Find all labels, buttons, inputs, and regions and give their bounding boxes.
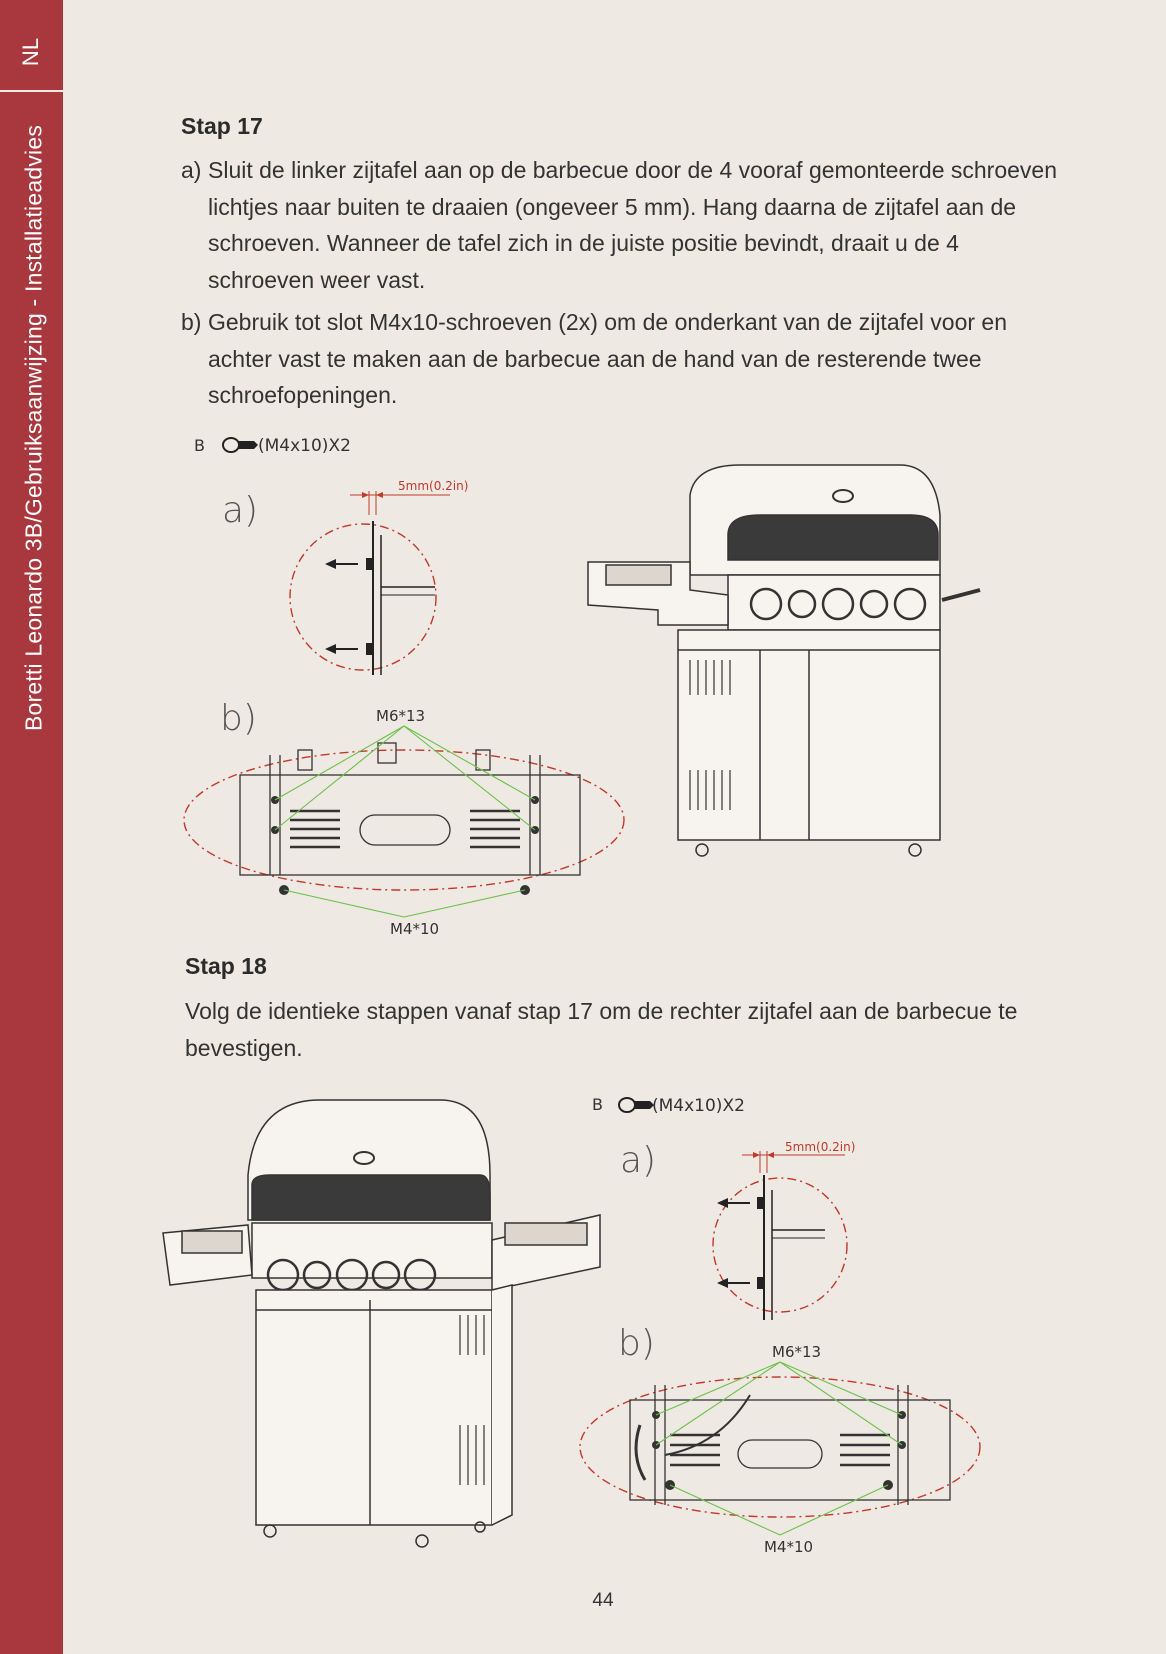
step17-diagram: B (M4x10)X2 a) 5mm(0.2in) b) M6*13	[183, 436, 981, 938]
step17-item-a: a) Sluit de linker zijtafel aan op de ba…	[181, 152, 1061, 298]
step18-screw-top: M6*13	[772, 1343, 821, 1361]
language-tab: NL	[0, 0, 63, 92]
step17-screw-bottom: M4*10	[390, 920, 439, 938]
step18-part-letter: B	[592, 1095, 603, 1114]
step18-part-spec: (M4x10)X2	[652, 1096, 745, 1116]
step17-item-a-label: a)	[181, 157, 202, 183]
screw-icon-2	[618, 1097, 654, 1113]
page-number: 44	[592, 1590, 614, 1611]
step18-gap-label: 5mm(0.2in)	[785, 1140, 855, 1154]
step17-item-b-label: b)	[181, 309, 202, 335]
detail-ellipse-b-2	[579, 1376, 981, 1518]
detail-circle-a-2	[712, 1177, 848, 1313]
step17-item-b: b) Gebruik tot slot M4x10-schroeven (2x)…	[181, 304, 1061, 414]
step17-part-letter: B	[194, 436, 205, 455]
step17-screw-top: M6*13	[376, 707, 425, 725]
barbecue-illustration-2	[162, 1099, 601, 1548]
document-title: Boretti Leonardo 3B/Gebruiksaanwijzing -…	[20, 124, 47, 732]
step17-gap-label: 5mm(0.2in)	[398, 479, 468, 493]
step17-item-a-text: Sluit de linker zijtafel aan op de barbe…	[208, 157, 1057, 293]
step17-instructions: a) Sluit de linker zijtafel aan op de ba…	[181, 152, 1061, 420]
detail-ellipse-b	[183, 749, 625, 891]
step18-label-b: b)	[618, 1323, 655, 1364]
language-label: NL	[18, 37, 43, 67]
step18-diagram: B (M4x10)X2 a) 5mm(0.2in) b) M6*13	[162, 1095, 981, 1556]
step18-title: Stap 18	[185, 953, 267, 979]
screw-icon	[222, 437, 258, 453]
detail-circle-a	[289, 523, 437, 671]
step18-text: Volg de identieke stappen vanaf stap 17 …	[185, 998, 1018, 1061]
step17-item-b-text: Gebruik tot slot M4x10-schroeven (2x) om…	[208, 309, 1008, 408]
step17-title: Stap 17	[181, 113, 263, 139]
step17-part-spec: (M4x10)X2	[258, 436, 351, 456]
step17-label-a: a)	[222, 490, 258, 531]
sidebar: NL Boretti Leonardo 3B/Gebruiksaanwijzin…	[0, 0, 63, 1654]
step17-label-b: b)	[220, 698, 257, 739]
step18-screw-bottom: M4*10	[764, 1538, 813, 1556]
step18-label-a: a)	[620, 1140, 656, 1181]
barbecue-illustration	[587, 464, 981, 857]
